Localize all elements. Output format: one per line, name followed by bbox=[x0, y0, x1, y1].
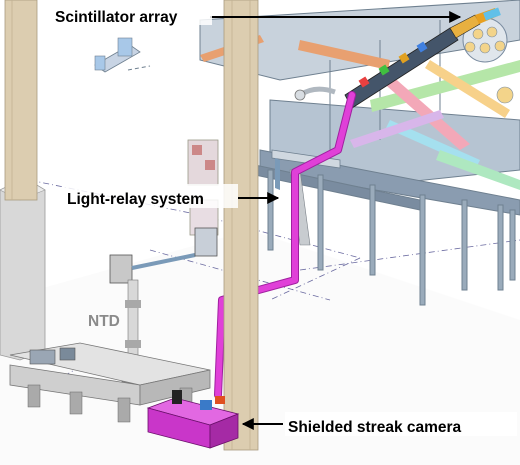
center-pillar bbox=[223, 0, 259, 451]
left-shield-wall bbox=[0, 177, 46, 361]
floating-part-top-left bbox=[94, 37, 151, 73]
optical-bench bbox=[9, 342, 211, 423]
scintillator-array-body bbox=[462, 17, 514, 104]
scintillator-array-label: Scintillator array bbox=[55, 9, 178, 26]
curved-feed-pipe bbox=[294, 86, 336, 101]
detector-tube bbox=[344, 7, 501, 109]
light-relay-system-label: Light-relay system bbox=[67, 191, 204, 208]
left-pillar bbox=[4, 0, 38, 201]
support-frame bbox=[199, 0, 520, 306]
streak-camera bbox=[146, 390, 240, 449]
shielded-streak-camera-label: Shielded streak camera bbox=[288, 419, 462, 436]
label-arrows bbox=[210, 11, 462, 430]
ntd-label: NTD bbox=[88, 313, 120, 330]
light-pipe bbox=[214, 91, 356, 399]
